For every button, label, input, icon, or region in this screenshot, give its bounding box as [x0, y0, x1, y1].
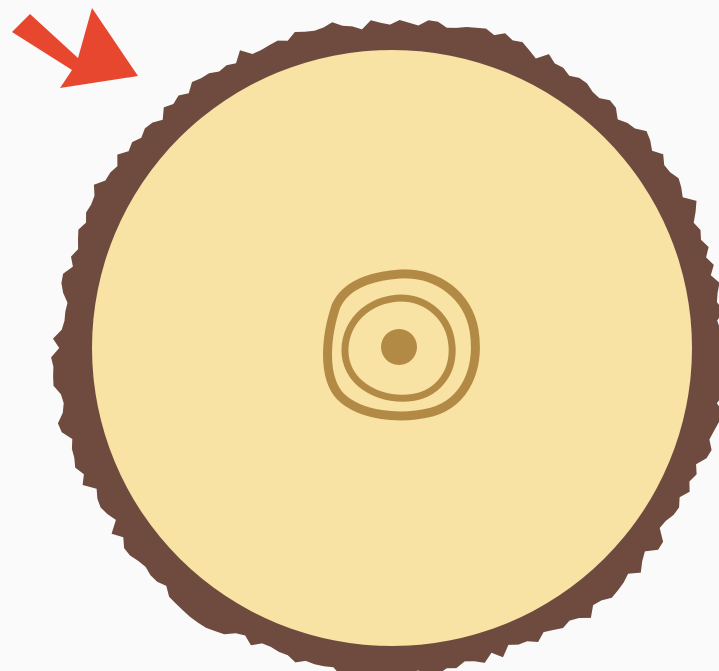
pith-center-dot	[381, 329, 417, 365]
arrow-icon	[12, 8, 138, 88]
pointer-arrow	[12, 8, 138, 88]
